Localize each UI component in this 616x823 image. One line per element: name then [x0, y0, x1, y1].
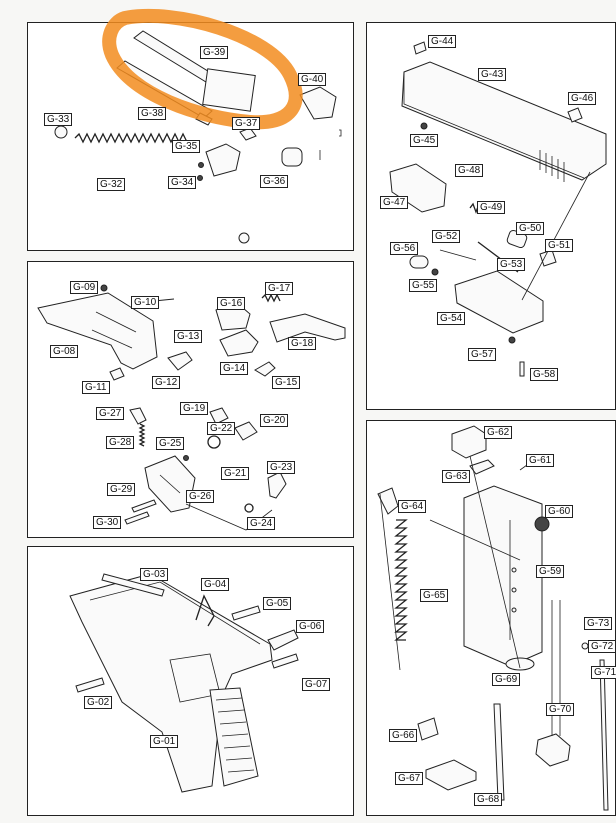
label-g35: G-35: [172, 140, 201, 153]
label-g71: G-71: [591, 666, 616, 679]
label-g30: G-30: [93, 516, 122, 529]
magazine-drawing: [377, 425, 609, 811]
label-g14: G-14: [220, 362, 249, 375]
label-g46: G-46: [568, 92, 597, 105]
label-g59: G-59: [536, 565, 565, 578]
label-g04: G-04: [201, 578, 230, 591]
label-g66: G-66: [389, 729, 418, 742]
label-g55: G-55: [409, 279, 438, 292]
label-g11: G-11: [82, 381, 110, 394]
label-g07: G-07: [302, 678, 331, 691]
label-g16: G-16: [217, 297, 246, 310]
label-g60: G-60: [545, 505, 574, 518]
label-g28: G-28: [106, 436, 135, 449]
label-g48: G-48: [455, 164, 484, 177]
label-g40: G-40: [298, 73, 327, 86]
label-g24: G-24: [247, 517, 276, 530]
label-g06: G-06: [296, 620, 325, 633]
label-g73: G-73: [584, 617, 613, 630]
label-g34: G-34: [168, 176, 197, 189]
label-g69: G-69: [492, 673, 521, 686]
label-g64: G-64: [398, 500, 427, 513]
label-g29: G-29: [107, 483, 136, 496]
label-g03: G-03: [140, 568, 169, 581]
trigger-housing-drawing: [37, 284, 346, 381]
label-g70: G-70: [546, 703, 575, 716]
hop-up-parts-drawing: [197, 86, 342, 244]
label-g56: G-56: [390, 242, 419, 255]
label-g62: G-62: [484, 426, 513, 439]
label-g50: G-50: [516, 222, 545, 235]
label-g58: G-58: [530, 368, 559, 381]
frame-drawing: [69, 573, 299, 793]
label-g20: G-20: [260, 414, 289, 427]
label-g08: G-08: [50, 345, 79, 358]
label-g21: G-21: [221, 467, 250, 480]
label-g44: G-44: [428, 35, 457, 48]
label-g22: G-22: [207, 422, 236, 435]
label-g45: G-45: [410, 134, 439, 147]
trigger-mech-drawing: [124, 407, 287, 531]
label-g17: G-17: [265, 282, 294, 295]
label-g57: G-57: [468, 348, 497, 361]
label-g53: G-53: [497, 258, 526, 271]
label-g05: G-05: [263, 597, 292, 610]
label-g63: G-63: [442, 470, 471, 483]
label-g61: G-61: [526, 454, 555, 467]
slide-drawing: [389, 41, 607, 377]
label-g02: G-02: [84, 696, 113, 709]
label-g49: G-49: [477, 201, 506, 214]
label-g47: G-47: [380, 196, 409, 209]
label-g37: G-37: [232, 117, 261, 130]
label-g43: G-43: [478, 68, 507, 81]
label-g72: G-72: [588, 640, 616, 653]
label-g54: G-54: [437, 312, 466, 325]
label-g27: G-27: [96, 407, 125, 420]
label-g68: G-68: [474, 793, 503, 806]
label-g39: G-39: [200, 46, 229, 59]
label-g67: G-67: [395, 772, 424, 785]
label-g33: G-33: [44, 113, 73, 126]
label-g15: G-15: [272, 376, 301, 389]
label-g51: G-51: [545, 239, 574, 252]
label-g36: G-36: [260, 175, 289, 188]
label-g25: G-25: [156, 437, 185, 450]
guide-rod-spring-drawing: [54, 125, 188, 144]
label-g10: G-10: [131, 296, 160, 309]
label-g38: G-38: [138, 107, 167, 120]
label-g32: G-32: [97, 178, 126, 191]
label-g09: G-09: [70, 281, 99, 294]
label-g18: G-18: [288, 337, 317, 350]
label-g23: G-23: [267, 461, 296, 474]
label-g12: G-12: [152, 376, 181, 389]
label-g65: G-65: [420, 589, 449, 602]
label-g19: G-19: [180, 402, 209, 415]
label-g13: G-13: [174, 330, 203, 343]
label-g26: G-26: [186, 490, 215, 503]
label-g01: G-01: [150, 735, 179, 748]
label-g52: G-52: [432, 230, 461, 243]
